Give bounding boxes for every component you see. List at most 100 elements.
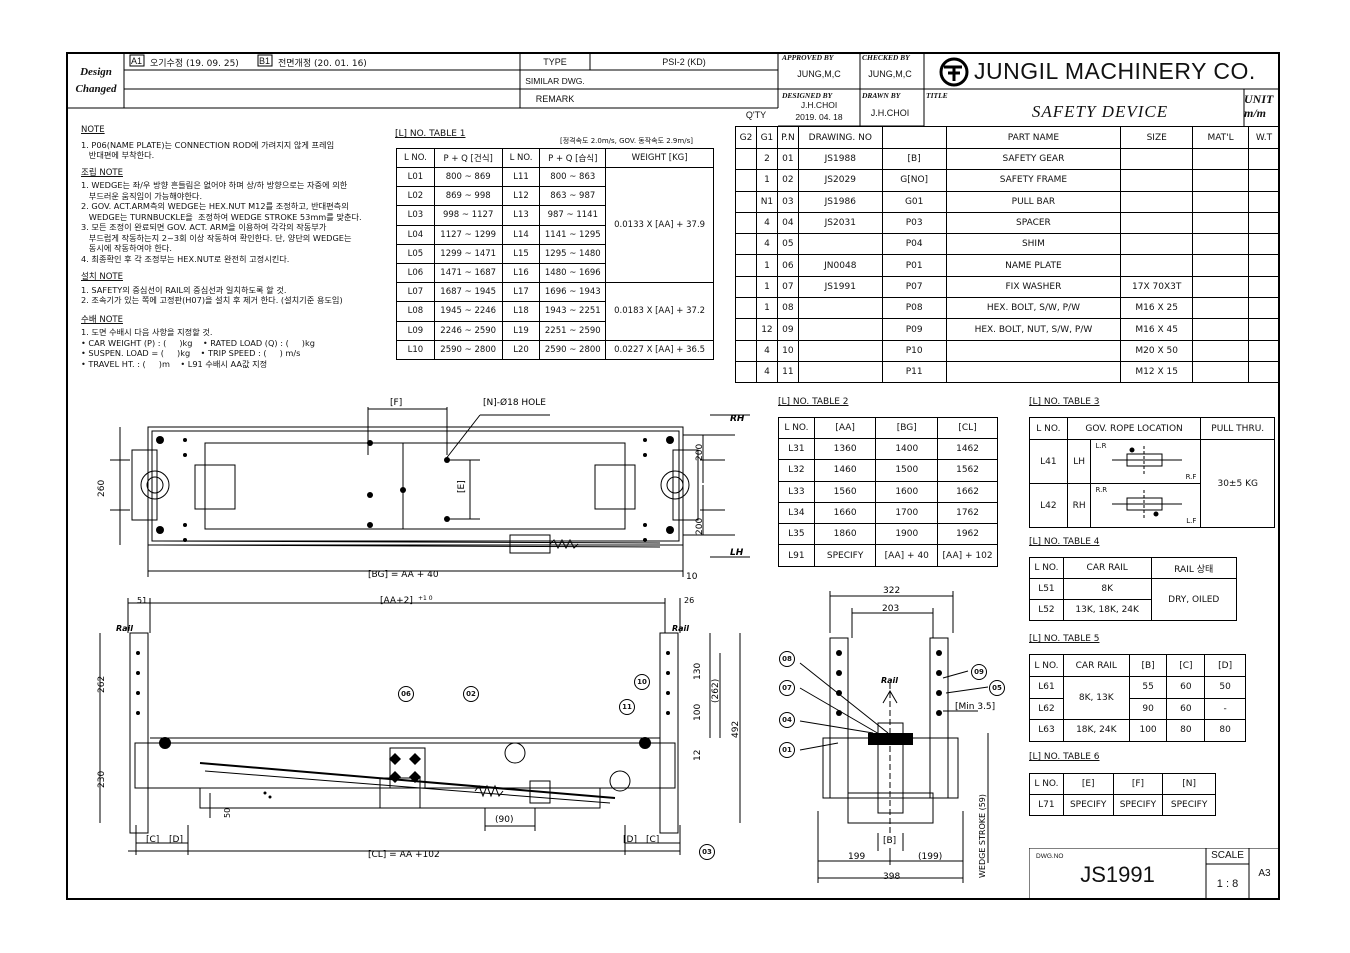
table5-cell: L61 xyxy=(1029,676,1064,699)
rope-label-b: L.F xyxy=(1186,517,1197,525)
bom-header: G1 xyxy=(755,126,778,149)
dim-c-right: [C] xyxy=(646,835,659,845)
table6-header: [F] xyxy=(1112,773,1164,795)
bom-cell: 1 xyxy=(755,254,778,277)
table2-cell: 1500 xyxy=(875,459,939,482)
bom-cell: 07 xyxy=(776,275,799,299)
assy-lines-line: 부드러운 움직임이 가능해야한다. xyxy=(81,190,203,201)
bom-cell xyxy=(1247,147,1281,171)
title-label: TITLE xyxy=(926,91,948,100)
approved-label: APPROVED BY xyxy=(782,53,834,62)
remark-label: REMARK xyxy=(535,94,575,104)
bom-cell xyxy=(1192,297,1249,320)
table3-cell: L42 xyxy=(1029,483,1068,528)
bom-cell xyxy=(1192,318,1249,341)
bom-cell: SPACER xyxy=(945,211,1122,235)
bom-cell xyxy=(1192,169,1249,192)
table5-cell: 50 xyxy=(1204,676,1246,699)
table2-cell: L32 xyxy=(778,459,815,482)
dim-e: [E] xyxy=(457,480,467,493)
table2-cell: L91 xyxy=(778,544,815,567)
table3-cell: LH xyxy=(1066,439,1092,484)
table1-cell: 863 ~ 987 xyxy=(539,186,607,207)
table5-cell: 90 xyxy=(1128,697,1168,720)
table1-cell: 1943 ~ 2251 xyxy=(539,301,607,322)
table2-cell: 1400 xyxy=(875,437,939,461)
bom-cell xyxy=(1192,360,1249,384)
front-view-drawing: 51 [AA+2] +1 0 26 Rail Rail 262 230 130 … xyxy=(97,595,741,860)
dim-26: 26 xyxy=(684,596,694,605)
table2-header: [AA] xyxy=(813,417,877,439)
dim-c-left: [C] xyxy=(146,835,159,845)
bom-cell: 1 xyxy=(755,275,778,299)
table1-header: L NO. xyxy=(501,148,541,168)
rev-b-text: 전면개정 (20. 01. 16) xyxy=(278,59,367,69)
table3-header: PULL THRU. xyxy=(1200,417,1275,440)
qty-label: Q'TY xyxy=(745,110,767,120)
order-lines-line: • CAR WEIGHT (P) : ( )kg • RATED LOAD (Q… xyxy=(81,337,315,348)
table1-cell: 800 ~ 863 xyxy=(539,166,607,188)
bom-cell: JS1986 xyxy=(797,190,883,213)
drawing-frame xyxy=(66,52,1280,900)
part-balloon: 05 xyxy=(989,680,1005,696)
table5-cell: 60 xyxy=(1166,676,1206,699)
table5-header: L NO. xyxy=(1029,654,1064,677)
dim-min: [Min 3.5] xyxy=(955,702,995,712)
bom-cell xyxy=(735,297,757,320)
bom-cell xyxy=(735,147,757,171)
table2-title: [L] NO. TABLE 2 xyxy=(778,397,849,407)
type-value: PSI-2 (KD) xyxy=(662,57,706,67)
table2-cell: 1560 xyxy=(813,480,877,503)
table3-cell: RH xyxy=(1066,483,1092,528)
bom-cell xyxy=(1247,169,1281,192)
bom-cell: PULL BAR xyxy=(945,190,1122,213)
designed-label: DESIGNED BY xyxy=(782,91,833,100)
table2-cell: 1360 xyxy=(813,437,877,461)
table1-cell: L09 xyxy=(396,320,435,341)
dwg-no-label: DWG.NO xyxy=(1036,853,1064,860)
dim-aa2-tol: +1 0 xyxy=(418,595,433,602)
table1-cell: 998 ~ 1127 xyxy=(433,205,503,226)
install-lines-line: 2. 조속기가 있는 쪽에 고정판(H07)을 설치 후 제거 한다. (설치기… xyxy=(81,295,343,305)
bom-cell: P07 xyxy=(881,275,947,299)
table5-cell: 80 xyxy=(1166,719,1206,742)
paper-size: A3 xyxy=(1258,868,1271,879)
bom-cell xyxy=(1247,254,1281,277)
table5-cell: 100 xyxy=(1128,719,1168,742)
bom-cell: 1 xyxy=(755,297,778,320)
table1-weight: 0.0227 X [AA] + 36.5 xyxy=(605,339,714,360)
bom-cell: JS2029 xyxy=(797,169,883,192)
table5-header: [C] xyxy=(1166,654,1206,677)
drawing-title: SAFETY DEVICE xyxy=(1031,102,1169,121)
table1-cell: 987 ~ 1141 xyxy=(539,205,607,226)
assy-lines-line: WEDGE는 TURNBUCKLE을 조정하여 WEDGE STROKE 53m… xyxy=(81,211,362,222)
table2-cell: L34 xyxy=(778,501,815,525)
table2-cell: 1562 xyxy=(937,459,998,482)
dim-199-ref: (199) xyxy=(918,852,942,862)
table2-cell: L35 xyxy=(778,523,815,546)
table1-cell: L04 xyxy=(396,224,435,245)
bom-cell xyxy=(1120,169,1194,192)
bom-cell: HEX. BOLT, S/W, P/W xyxy=(945,297,1122,320)
assy-lines-line: 부드럽게 작동하는지 2~3회 이상 작동하여 확인한다. 단, 양단의 WED… xyxy=(81,232,352,243)
table4-header: CAR RAIL xyxy=(1062,557,1152,579)
table1-title: [L] NO. TABLE 1 xyxy=(395,129,466,139)
notes-section: NOTE 1. P06(NAME PLATE)는 CONNECTION ROD에… xyxy=(81,125,401,369)
order-lines-line: 1. 도면 수배시 다음 사항을 지정할 것. xyxy=(81,327,213,337)
bom-cell xyxy=(735,254,757,277)
dim-260: 260 xyxy=(97,480,107,497)
bom-cell: P11 xyxy=(881,360,947,384)
bom-cell xyxy=(797,339,883,362)
bom-cell: N1 xyxy=(755,190,778,213)
